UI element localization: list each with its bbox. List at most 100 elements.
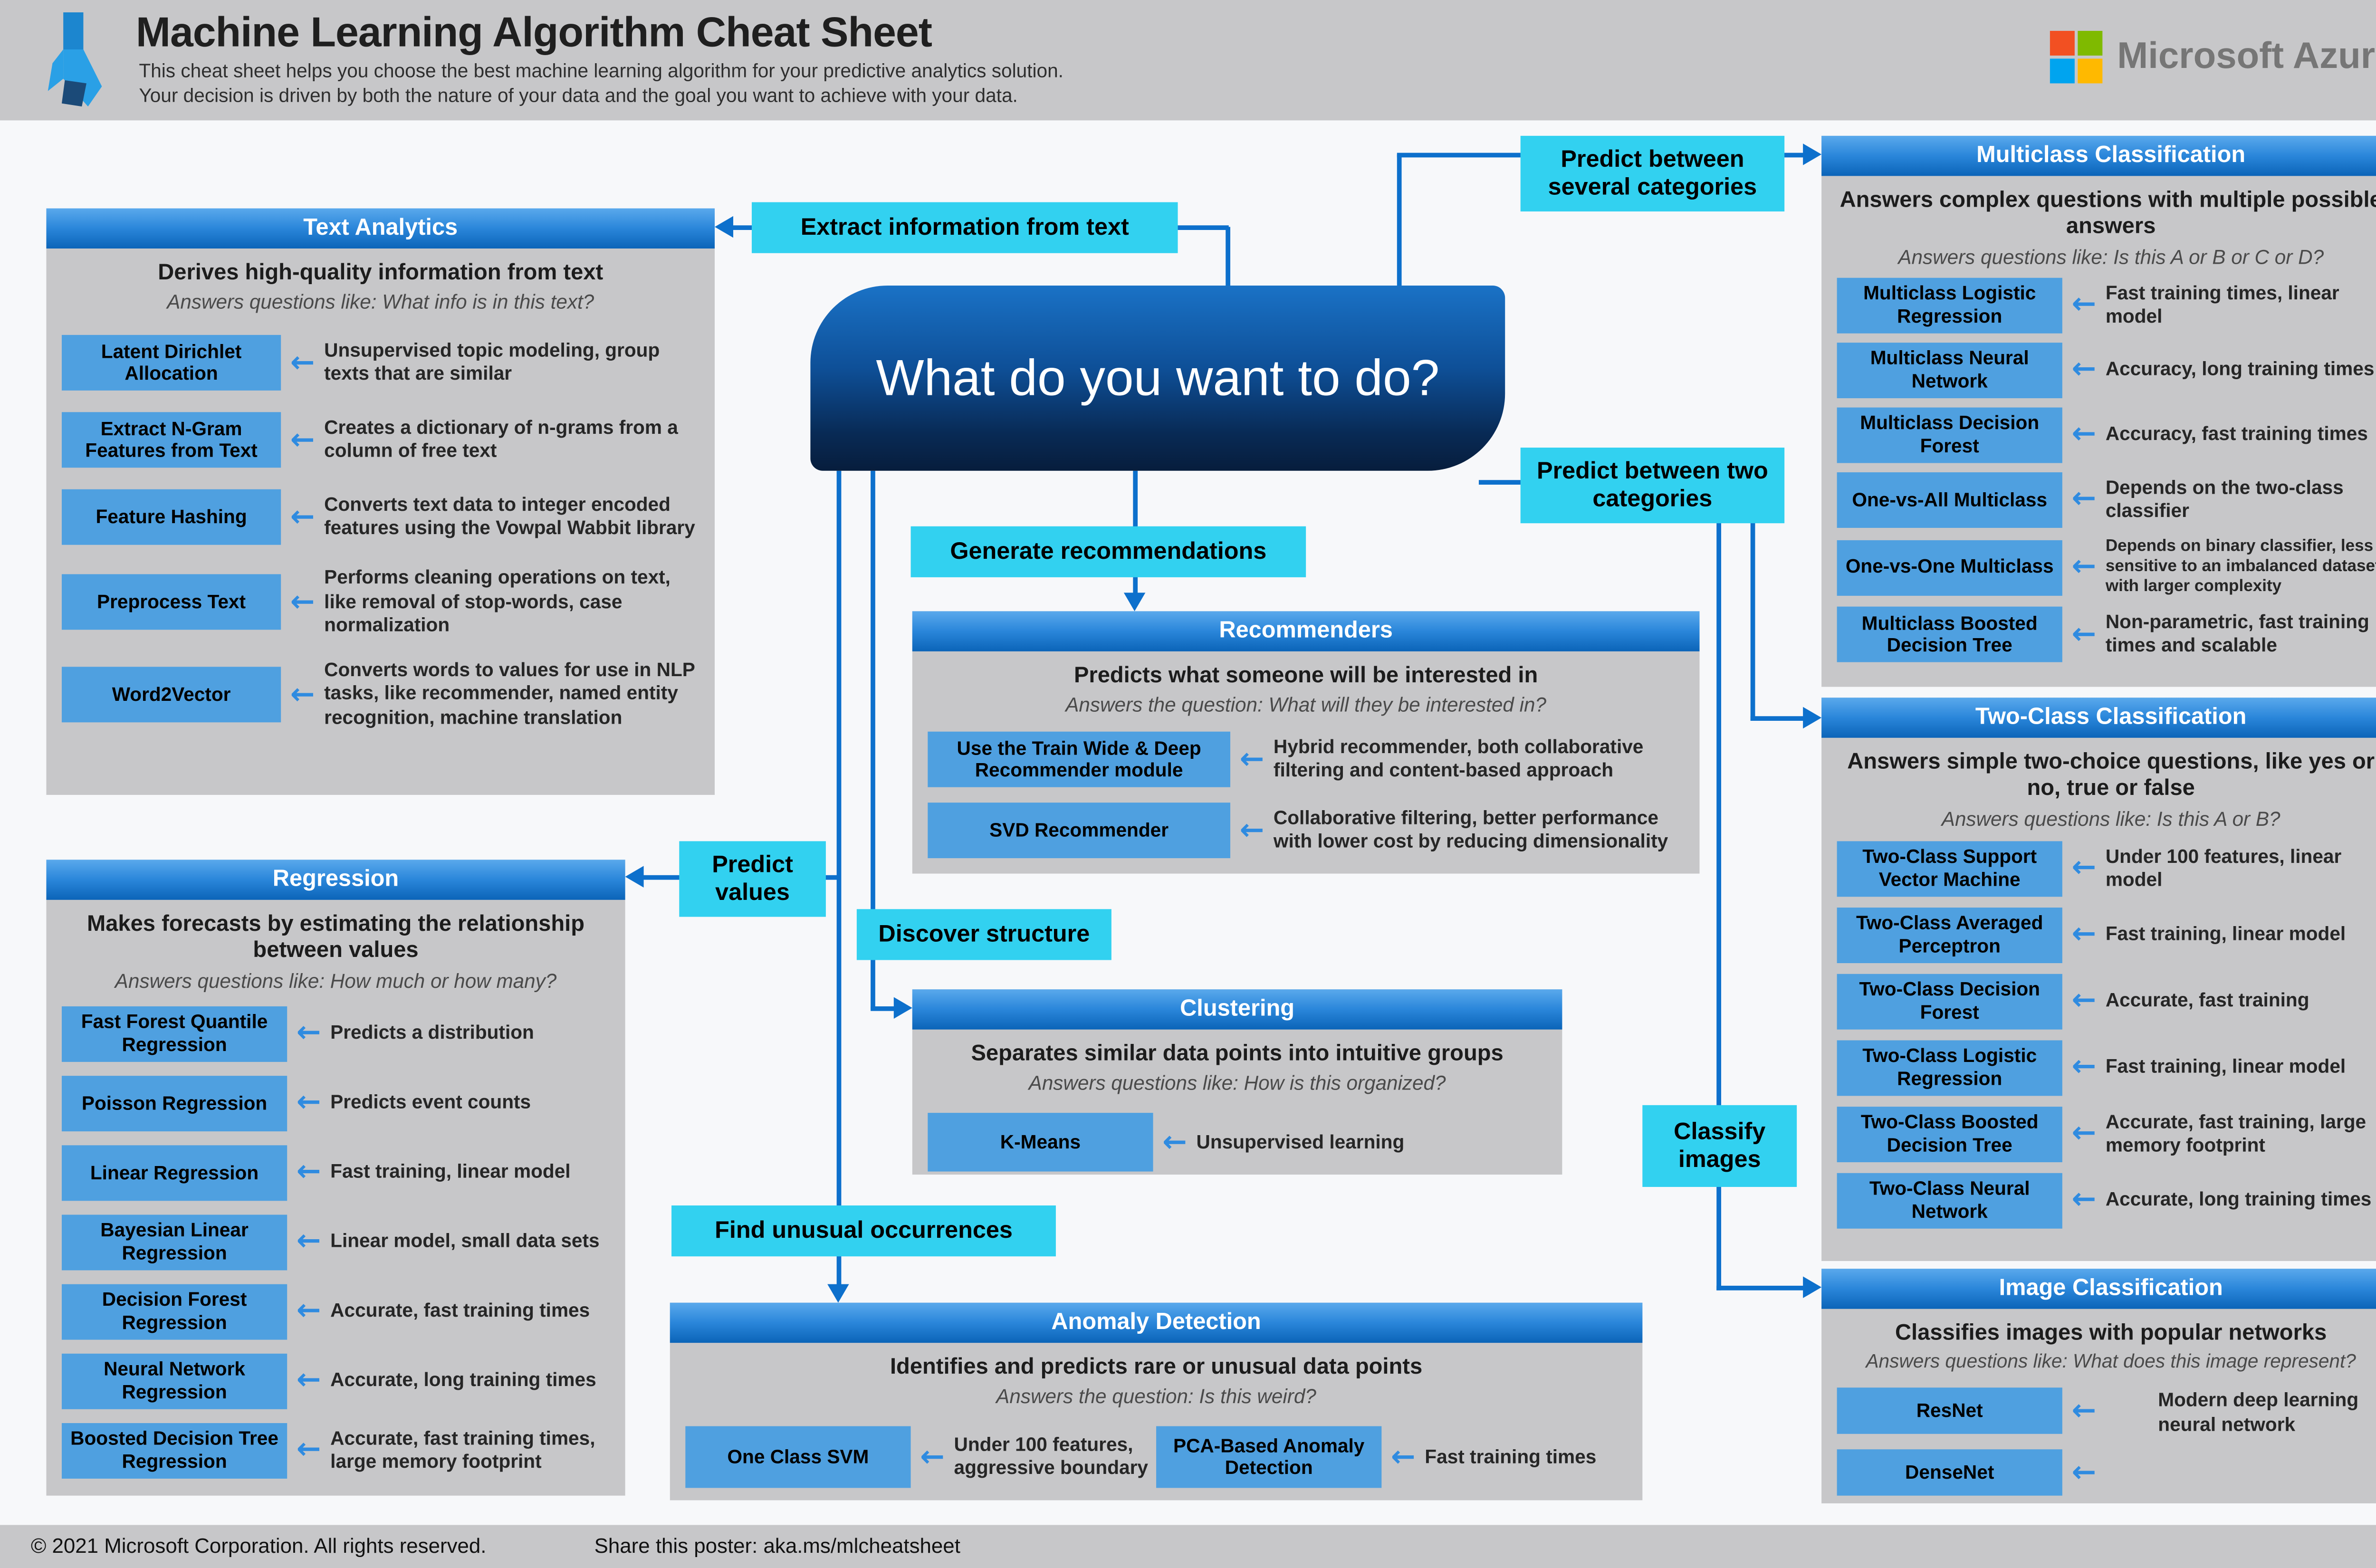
arrow-into-image-class-icon: [1803, 1276, 1822, 1298]
algo-description-shared: Modern deep learning neural network: [2158, 1389, 2359, 1435]
connector-two-vertical: [1750, 480, 1755, 721]
algo-row: One Class SVM ← Under 100 features, aggr…: [685, 1426, 1627, 1489]
panel-title: Multiclass Classification: [1821, 135, 2376, 176]
algo-row: Preprocess Text ← Performs cleaning oper…: [61, 567, 699, 638]
panel-title: Anomaly Detection: [670, 1302, 1643, 1343]
algo-box: Multiclass Decision Forest: [1837, 407, 2062, 463]
decision-label-extract-info: Extract information from text: [751, 202, 1178, 253]
algo-description: Linear model, small data sets: [330, 1230, 600, 1252]
algo-row: Decision Forest Regression ← Accurate, f…: [61, 1283, 610, 1339]
panel-question: Answers questions like: Is this A or B o…: [1898, 245, 2324, 268]
algo-pair: PCA-Based Anomaly Detection ← Fast train…: [1156, 1426, 1627, 1489]
algo-row: Two-Class Boosted Decision Tree ← Accura…: [1837, 1106, 2376, 1162]
algo-row: Multiclass Decision Forest ← Accuracy, f…: [1837, 407, 2376, 463]
algo-description: Accurate, fast training, large memory fo…: [2105, 1110, 2366, 1156]
algo-row: Feature Hashing ← Converts text data to …: [61, 490, 699, 545]
algo-row: Poisson Regression ← Predicts event coun…: [61, 1075, 610, 1131]
left-arrow-icon: ←: [2071, 917, 2097, 951]
left-arrow-icon: ←: [2071, 482, 2097, 516]
algo-description: Collaborative filtering, better performa…: [1273, 807, 1668, 853]
algo-description: Fast training, linear model: [330, 1161, 571, 1183]
microsoft-logo-icon: [2049, 30, 2102, 84]
algo-row: Two-Class Averaged Perceptron ← Fast tra…: [1837, 907, 2376, 963]
algo-row: DenseNet ←: [1837, 1450, 2376, 1496]
algo-description: Fast training, linear model: [2105, 923, 2346, 945]
algo-description: Fast training times: [1425, 1445, 1597, 1468]
algo-row: Bayesian Linear Regression ← Linear mode…: [61, 1214, 610, 1270]
ms-square-blue: [2049, 58, 2074, 84]
left-arrow-icon: ←: [1162, 1125, 1187, 1159]
algo-box: Two-Class Boosted Decision Tree: [1837, 1106, 2062, 1162]
algo-box: Latent Dirichlet Allocation: [61, 335, 281, 392]
algo-box: Multiclass Neural Network: [1837, 342, 2062, 398]
microsoft-azure-brand: Microsoft Azure: [2049, 30, 2376, 84]
left-arrow-icon: ←: [2071, 1455, 2097, 1490]
algo-row: One-vs-All Multiclass ← Depends on the t…: [1837, 472, 2376, 528]
algo-row: Fast Forest Quantile Regression ← Predic…: [61, 1006, 610, 1062]
copyright-text: © 2021 Microsoft Corporation. All rights…: [30, 1534, 487, 1558]
algo-description: Hybrid recommender, both collaborative f…: [1273, 736, 1644, 782]
decision-label-several-categories: Predict between several categories: [1520, 135, 1785, 212]
algo-pair: One Class SVM ← Under 100 features, aggr…: [685, 1426, 1156, 1489]
page-subtitle-line1: This cheat sheet helps you choose the be…: [139, 60, 1063, 82]
panel-two-class-classification: Two-Class Classification Answers simple …: [1821, 698, 2376, 1261]
algo-description: Under 100 features, aggressive boundary: [954, 1434, 1148, 1480]
page-subtitle-line2: Your decision is driven by both the natu…: [139, 85, 1018, 107]
connector-several-vertical: [1397, 154, 1402, 289]
panel-anomaly-detection: Anomaly Detection Identifies and predict…: [670, 1302, 1643, 1501]
algo-description: Accurate, long training times: [330, 1369, 596, 1391]
left-arrow-icon: ←: [2071, 1183, 2097, 1217]
algo-box: One Class SVM: [685, 1426, 911, 1489]
algo-box: PCA-Based Anomaly Detection: [1156, 1426, 1382, 1489]
panel-description: Answers complex questions with multiple …: [1839, 188, 2376, 240]
panel-recommenders: Recommenders Predicts what someone will …: [912, 611, 1700, 874]
panel-description: Makes forecasts by estimating the relati…: [86, 912, 585, 964]
arrow-into-multiclass-icon: [1803, 143, 1822, 165]
left-arrow-icon: ←: [290, 422, 315, 457]
algo-description: Unsupervised topic modeling, group texts…: [324, 340, 660, 385]
algo-row: Multiclass Neural Network ← Accuracy, lo…: [1837, 342, 2376, 398]
panel-title: Clustering: [912, 989, 1562, 1030]
panel-regression: Regression Makes forecasts by estimating…: [46, 860, 625, 1496]
connector-classify-vertical: [1716, 483, 1721, 1291]
algo-box: One-vs-One Multiclass: [1837, 539, 2062, 595]
panel-title: Recommenders: [912, 611, 1700, 651]
algo-description: Predicts a distribution: [330, 1022, 534, 1044]
algo-row: Neural Network Regression ← Accurate, lo…: [61, 1353, 610, 1409]
panel-question: Answers the question: Is this weird?: [996, 1385, 1316, 1408]
algo-box: Multiclass Boosted Decision Tree: [1837, 607, 2062, 663]
algo-description: Accurate, fast training times: [330, 1300, 590, 1322]
algo-row: Boosted Decision Tree Regression ← Accur…: [61, 1423, 610, 1479]
algo-row: Latent Dirichlet Allocation ← Unsupervis…: [61, 335, 699, 392]
algo-description: Accuracy, long training times: [2105, 358, 2375, 380]
algo-row: Linear Regression ← Fast training, linea…: [61, 1145, 610, 1201]
panel-title: Image Classification: [1821, 1269, 2376, 1309]
decision-label-two-categories: Predict between two categories: [1520, 448, 1785, 524]
connector-extract-vertical: [1226, 227, 1230, 289]
connector-classify-stub: [1716, 1285, 1806, 1291]
left-arrow-icon: ←: [2071, 1116, 2097, 1150]
ms-square-red: [2049, 30, 2074, 56]
algo-box: Boosted Decision Tree Regression: [61, 1423, 287, 1479]
algo-description: Non-parametric, fast training times and …: [2105, 611, 2369, 657]
left-arrow-icon: ←: [1239, 813, 1265, 848]
panel-question: Answers questions like: How is this orga…: [1028, 1071, 1446, 1095]
algo-row: Multiclass Logistic Regression ← Fast tr…: [1837, 277, 2376, 333]
algo-box: DenseNet: [1837, 1450, 2062, 1496]
left-arrow-icon: ←: [2071, 1050, 2097, 1084]
algo-row: Two-Class Logistic Regression ← Fast tra…: [1837, 1040, 2376, 1096]
algo-box: Poisson Regression: [61, 1075, 287, 1131]
brand-wordmark: Microsoft Azure: [2117, 35, 2376, 77]
algo-box: ResNet: [1837, 1388, 2062, 1435]
connector-two-stub: [1750, 716, 1806, 721]
central-question-node: What do you want to do?: [810, 285, 1505, 471]
algo-description: Unsupervised learning: [1196, 1131, 1405, 1153]
arrow-into-recommenders-icon: [1123, 593, 1146, 612]
left-arrow-icon: ←: [2071, 417, 2097, 451]
algo-description: Accurate, fast training: [2105, 989, 2309, 1012]
connector-anomaly-vertical: [836, 470, 842, 1288]
algo-row: Two-Class Decision Forest ← Accurate, fa…: [1837, 974, 2376, 1029]
algo-box: One-vs-All Multiclass: [1837, 472, 2062, 528]
algo-box: Extract N-Gram Features from Text: [61, 412, 281, 468]
algo-box: Decision Forest Regression: [61, 1283, 287, 1339]
